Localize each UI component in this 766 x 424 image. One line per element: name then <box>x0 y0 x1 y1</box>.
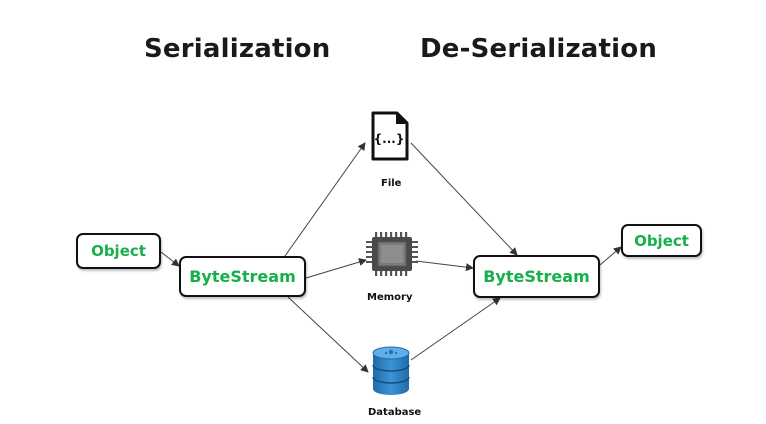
arrow-bytestream-to-file <box>284 142 366 257</box>
serialization-title: Serialization <box>144 34 331 64</box>
arrow-memory-to-bytestream <box>415 260 474 272</box>
file-label: File <box>381 178 402 189</box>
database-label: Database <box>368 407 422 418</box>
database-icon <box>372 346 410 395</box>
arrow-database-to-bytestream <box>410 297 501 361</box>
arrow-file-to-bytestream <box>410 142 518 256</box>
arrow-bytestream-to-database <box>287 296 369 373</box>
object-node-right: Object <box>621 224 702 257</box>
memory-label: Memory <box>367 292 413 303</box>
arrow-bytestream-to-memory <box>305 258 367 279</box>
arrow-bytestream-to-object <box>599 246 622 266</box>
bytestream-node-left: ByteStream <box>179 256 306 297</box>
object-node-left: Object <box>76 233 161 269</box>
bytestream-node-right: ByteStream <box>473 255 600 298</box>
chip-icon <box>366 232 418 276</box>
arrow-object-to-bytestream <box>160 251 180 267</box>
file-icon-text: {...} <box>374 132 405 146</box>
file-icon: {...} <box>371 111 409 161</box>
deserialization-title: De-Serialization <box>420 34 658 64</box>
